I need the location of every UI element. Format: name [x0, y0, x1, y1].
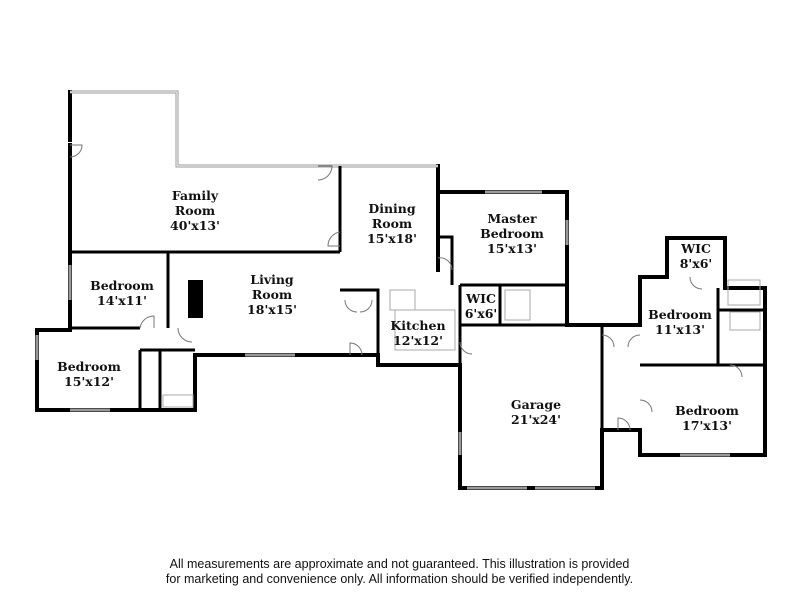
disclaimer-line-1: All measurements are approximate and not…	[169, 557, 630, 571]
disclaimer-line-2: for marketing and convenience only. All …	[165, 572, 634, 586]
fixtures	[162, 279, 761, 408]
interior-walls	[72, 166, 765, 430]
doors	[69, 144, 743, 431]
disclaimer: All measurements are approximate and not…	[0, 557, 799, 587]
windows	[35, 90, 730, 490]
fireplace	[188, 280, 203, 318]
